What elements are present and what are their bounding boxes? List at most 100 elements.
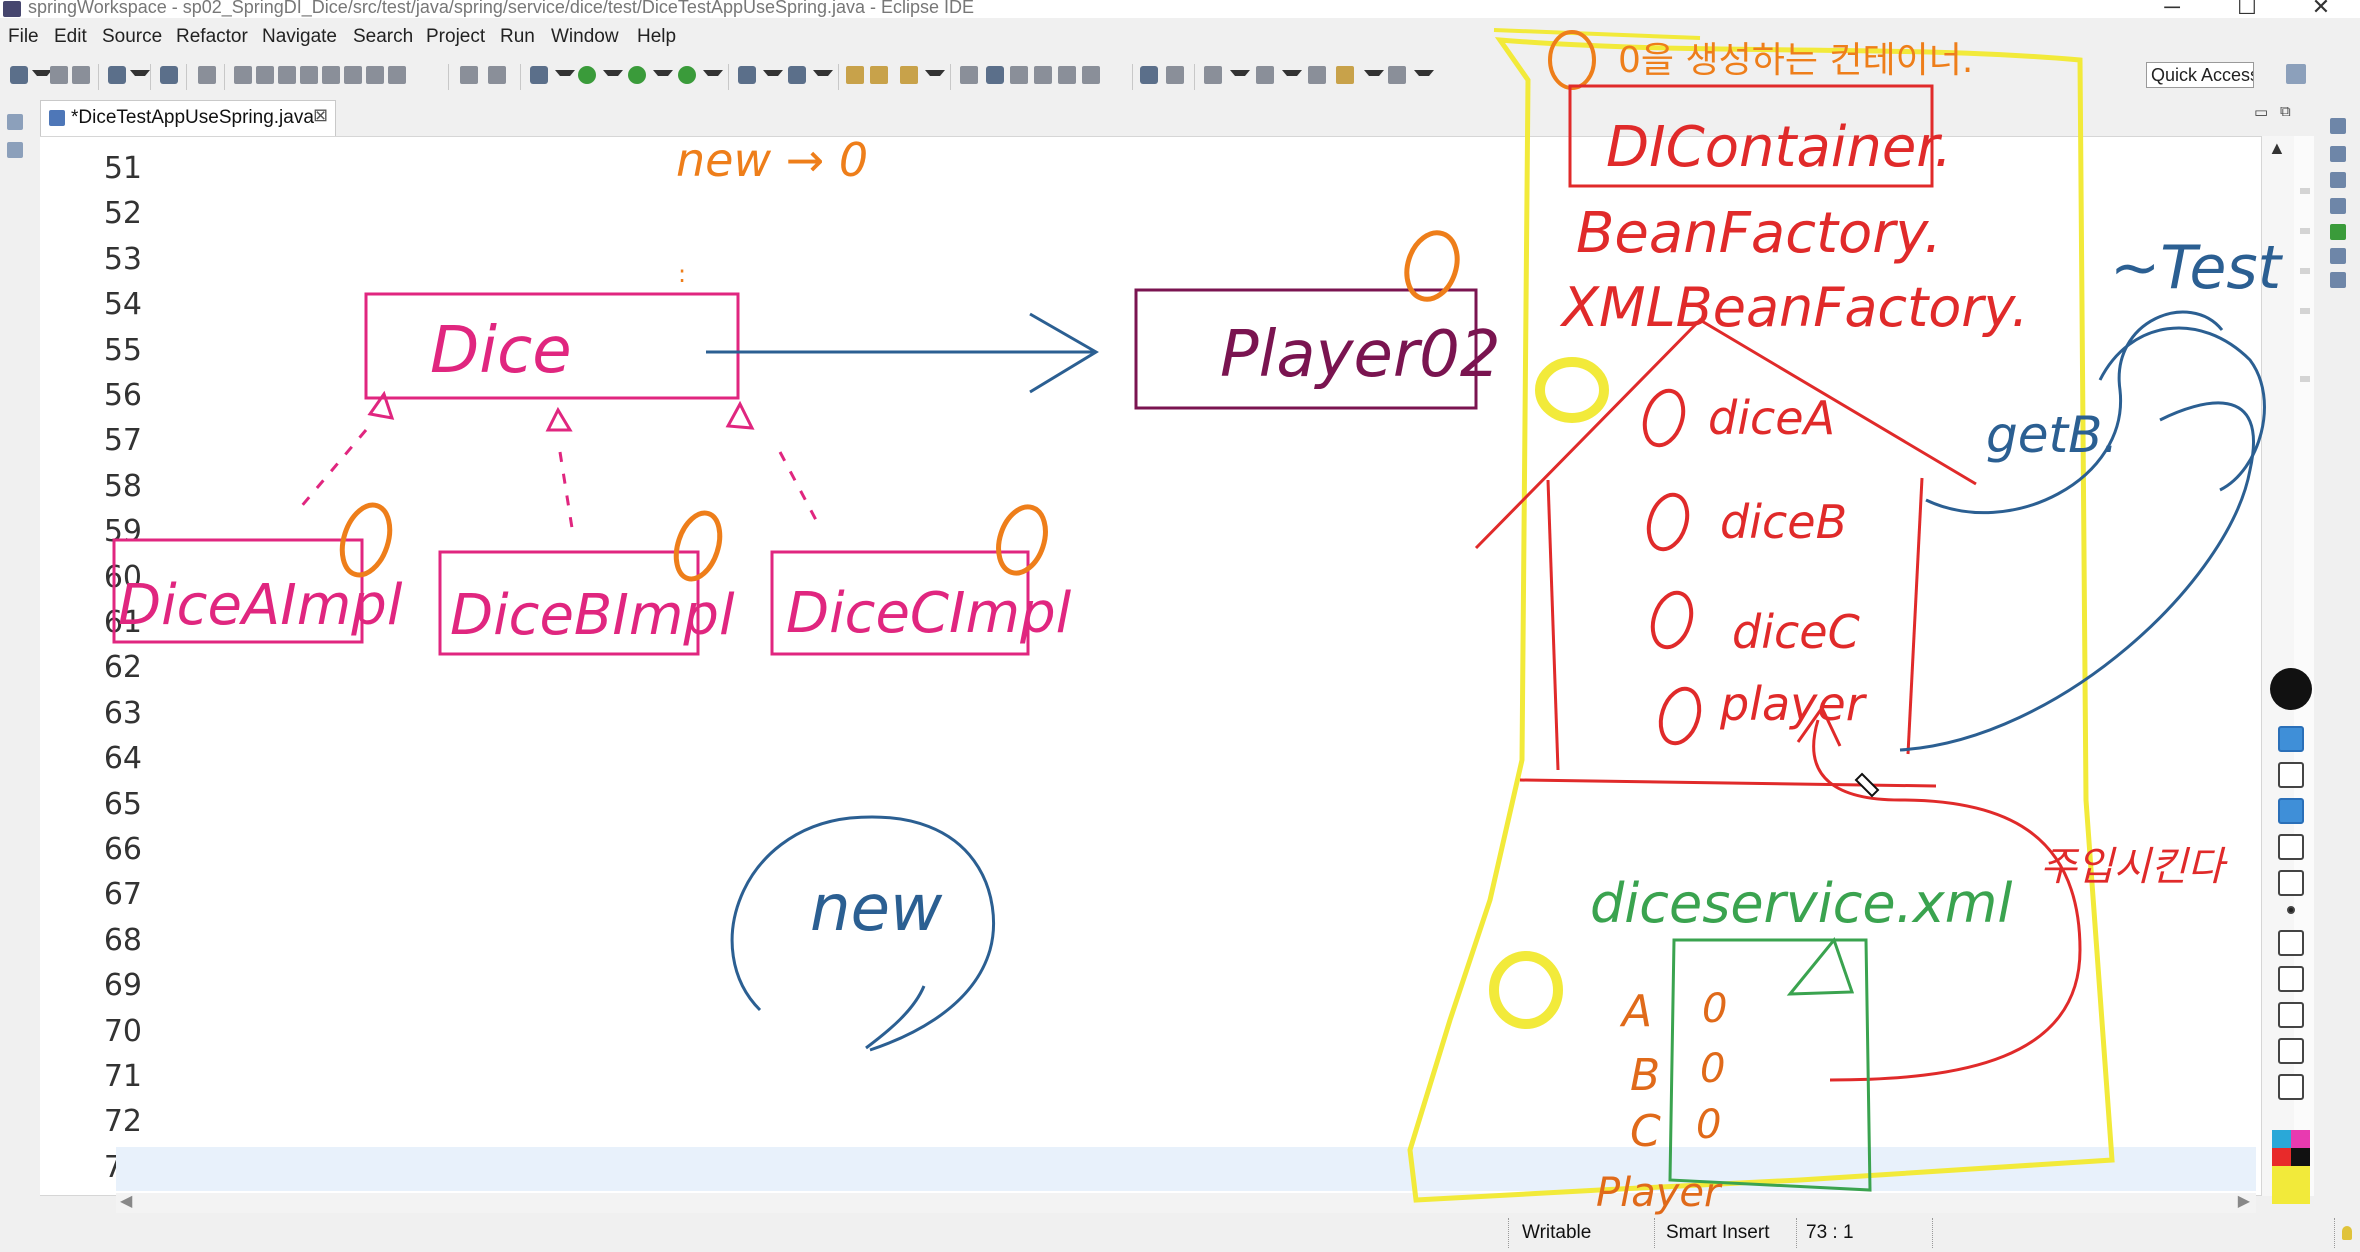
pen-tool-logo-icon[interactable] [2270,668,2312,710]
color-swatches[interactable] [2272,1130,2310,1204]
resume-icon[interactable] [234,66,252,84]
skip-breakpoints-icon[interactable] [198,66,216,84]
restore-view-icon[interactable] [7,114,23,130]
open-folder-icon[interactable] [870,66,888,84]
save-icon[interactable] [50,66,68,84]
search-icon[interactable] [1166,66,1184,84]
undo-icon[interactable] [2278,930,2304,956]
pen-size-icon[interactable] [2287,906,2295,914]
tip-lightbulb-icon[interactable] [2342,1226,2352,1240]
menu-window[interactable]: Window [551,26,619,47]
menu-project[interactable]: Project [426,26,486,47]
run-coverage-icon[interactable] [628,66,646,84]
eye-icon[interactable] [2278,726,2304,752]
horizontal-scrollbar[interactable]: ◀ ▶ [116,1193,2256,1213]
profile-dropdown-icon[interactable] [130,70,150,86]
problems-icon[interactable] [2330,248,2346,264]
forward-dropdown-icon[interactable] [1414,70,1434,86]
last-edit-location-icon[interactable] [1308,66,1326,84]
browser-icon[interactable] [1140,66,1158,84]
minimize-window-button[interactable]: ─ [2164,0,2180,19]
close-window-button[interactable]: ✕ [2311,0,2331,19]
next-annotation-icon[interactable] [1204,66,1222,84]
scroll-right-icon[interactable]: ▶ [2237,1193,2250,1210]
word-wrap-icon[interactable] [1058,66,1076,84]
run-icon[interactable] [578,66,596,84]
block-selection-icon[interactable] [1034,66,1052,84]
breadcrumb-toggle-icon[interactable] [1010,66,1028,84]
disconnect-icon[interactable] [300,66,318,84]
step-over-icon[interactable] [344,66,362,84]
maximize-editor-icon[interactable]: ⧉ [2280,103,2291,120]
code-editor[interactable] [40,136,2262,1196]
scroll-up-icon[interactable]: ▲ [2268,138,2286,158]
new-server-icon[interactable] [738,66,756,84]
save-all-icon[interactable] [72,66,90,84]
menu-edit[interactable]: Edit [54,26,87,47]
toggle-annotation-icon[interactable] [960,66,978,84]
open-task-icon[interactable] [900,66,918,84]
menu-run[interactable]: Run [500,26,535,47]
debug-icon[interactable] [530,66,548,84]
step-into-icon[interactable] [322,66,340,84]
run-dropdown-icon[interactable] [603,70,623,86]
step-return-icon[interactable] [366,66,384,84]
drop-to-frame-icon[interactable] [388,66,406,84]
trash-icon[interactable] [2278,966,2304,992]
menu-help[interactable]: Help [637,26,677,47]
menu-file[interactable]: File [8,26,39,47]
task-list-icon[interactable] [2330,172,2346,188]
new-server-dropdown-icon[interactable] [763,70,783,86]
overview-marker[interactable] [2300,268,2310,274]
menu-navigate[interactable]: Navigate [262,26,337,47]
eraser-icon[interactable] [2278,870,2304,896]
overview-marker[interactable] [2300,188,2310,194]
cursor-icon[interactable] [2278,762,2304,788]
clipboard-icon[interactable] [2278,1074,2304,1100]
new-java-class-icon[interactable] [788,66,806,84]
package-explorer-icon[interactable] [7,142,23,158]
previous-annotation-dropdown-icon[interactable] [1282,70,1302,86]
debug-dropdown-icon[interactable] [555,70,575,86]
external-tools-icon[interactable] [678,66,696,84]
next-annotation-dropdown-icon[interactable] [1230,70,1250,86]
overview-marker[interactable] [2300,308,2310,314]
spring-explorer-icon[interactable] [2330,224,2346,240]
rectangle-icon[interactable] [2278,834,2304,860]
camera-icon[interactable] [2278,1038,2304,1064]
outline-icon[interactable] [2330,146,2346,162]
whiteboard-icon[interactable] [2278,1002,2304,1028]
back-icon[interactable] [1336,66,1354,84]
back-dropdown-icon[interactable] [1364,70,1384,86]
junit-icon[interactable] [2330,198,2346,214]
quick-access-input[interactable]: Quick Access [2146,62,2254,88]
suspend-icon[interactable] [256,66,274,84]
coverage-dropdown-icon[interactable] [653,70,673,86]
menu-search[interactable]: Search [353,26,414,47]
open-perspective-icon[interactable] [2286,64,2306,84]
new-icon[interactable] [10,66,28,84]
menu-source[interactable]: Source [102,26,163,47]
scroll-left-icon[interactable]: ◀ [120,1193,133,1210]
editor-tab[interactable]: *DiceTestAppUseSpring.java ⊠ [40,100,336,136]
show-whitespace-icon[interactable] [1082,66,1100,84]
highlighter-icon[interactable] [2278,798,2304,824]
external-tools-dropdown-icon[interactable] [703,70,723,86]
new-dropdown-icon[interactable] [32,70,52,86]
open-task-dropdown-icon[interactable] [925,70,945,86]
menu-refactor[interactable]: Refactor [176,26,248,47]
console-icon[interactable] [160,66,178,84]
profile-icon[interactable] [108,66,126,84]
forward-icon[interactable] [1388,66,1406,84]
close-tab-icon[interactable]: ⊠ [313,105,329,125]
open-type-icon[interactable] [846,66,864,84]
restore-view-icon[interactable] [2330,118,2346,134]
mark-occurrences-icon[interactable] [986,66,1004,84]
use-step-filters-icon[interactable] [460,66,478,84]
new-java-class-dropdown-icon[interactable] [813,70,833,86]
overview-marker[interactable] [2300,228,2310,234]
previous-annotation-icon[interactable] [1256,66,1274,84]
console-view-icon[interactable] [2330,272,2346,288]
coverage-icon[interactable] [488,66,506,84]
overview-marker[interactable] [2300,376,2310,382]
